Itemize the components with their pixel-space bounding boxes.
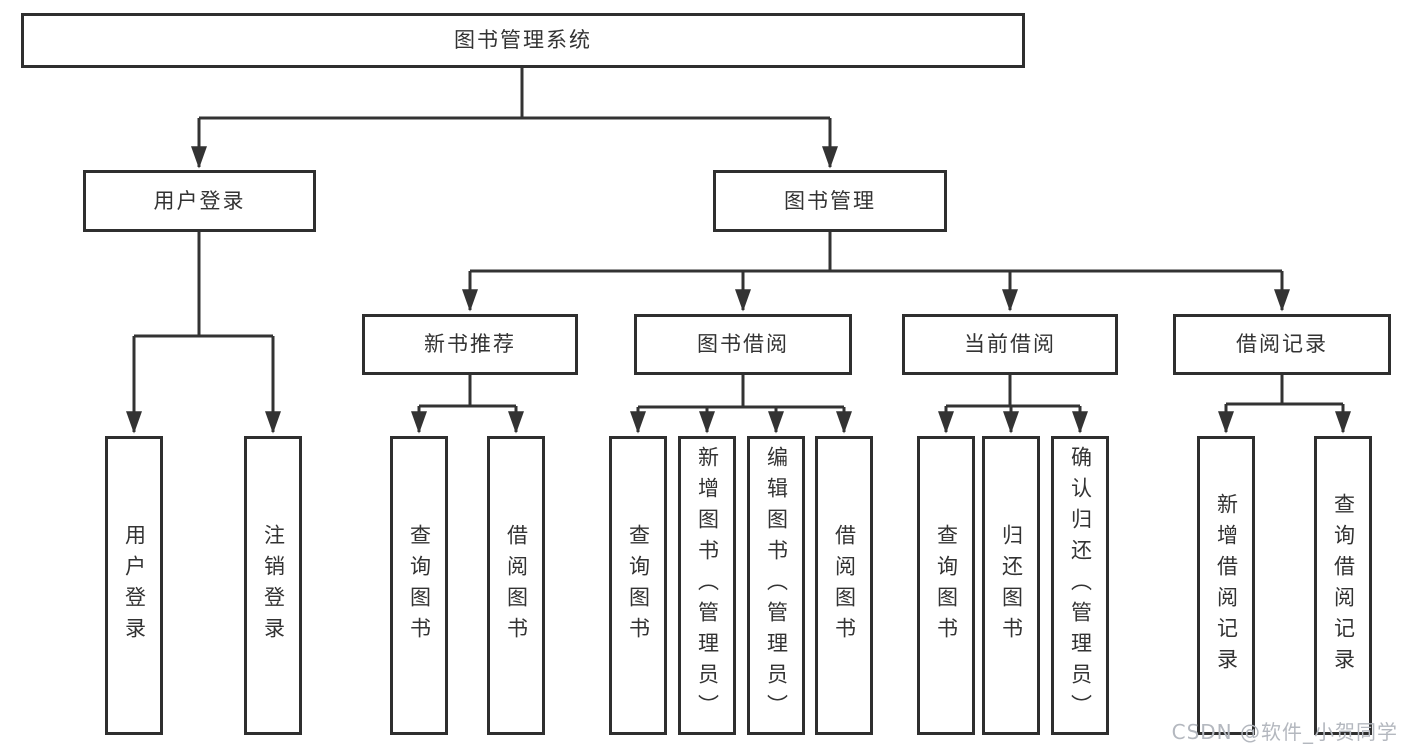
node-book-management-module: 图书管理 [713, 170, 947, 232]
node-current-borrow: 当前借阅 [902, 314, 1118, 375]
leaf-logout: 注销登录 [244, 436, 302, 735]
node-borrow-records: 借阅记录 [1173, 314, 1391, 375]
leaf-recommend-borrow-book: 借阅图书 [487, 436, 545, 735]
node-new-book-recommend: 新书推荐 [362, 314, 578, 375]
leaf-edit-book-admin: 编辑图书（管理员） [747, 436, 805, 735]
csdn-watermark: CSDN @软件_小贺同学 [1171, 720, 1398, 744]
node-root-system: 图书管理系统 [21, 13, 1025, 68]
node-user-login-module: 用户登录 [83, 170, 316, 232]
leaf-add-book-admin: 新增图书（管理员） [678, 436, 736, 735]
leaf-user-login: 用户登录 [105, 436, 163, 735]
leaf-query-borrow-record: 查询借阅记录 [1314, 436, 1372, 735]
leaf-current-query-book: 查询图书 [917, 436, 975, 735]
node-book-borrow: 图书借阅 [634, 314, 852, 375]
leaf-borrow-book: 借阅图书 [815, 436, 873, 735]
leaf-return-book: 归还图书 [982, 436, 1040, 735]
leaf-confirm-return-admin: 确认归还（管理员） [1051, 436, 1109, 735]
leaf-borrow-query-book: 查询图书 [609, 436, 667, 735]
leaf-add-borrow-record: 新增借阅记录 [1197, 436, 1255, 735]
leaf-recommend-query-book: 查询图书 [390, 436, 448, 735]
